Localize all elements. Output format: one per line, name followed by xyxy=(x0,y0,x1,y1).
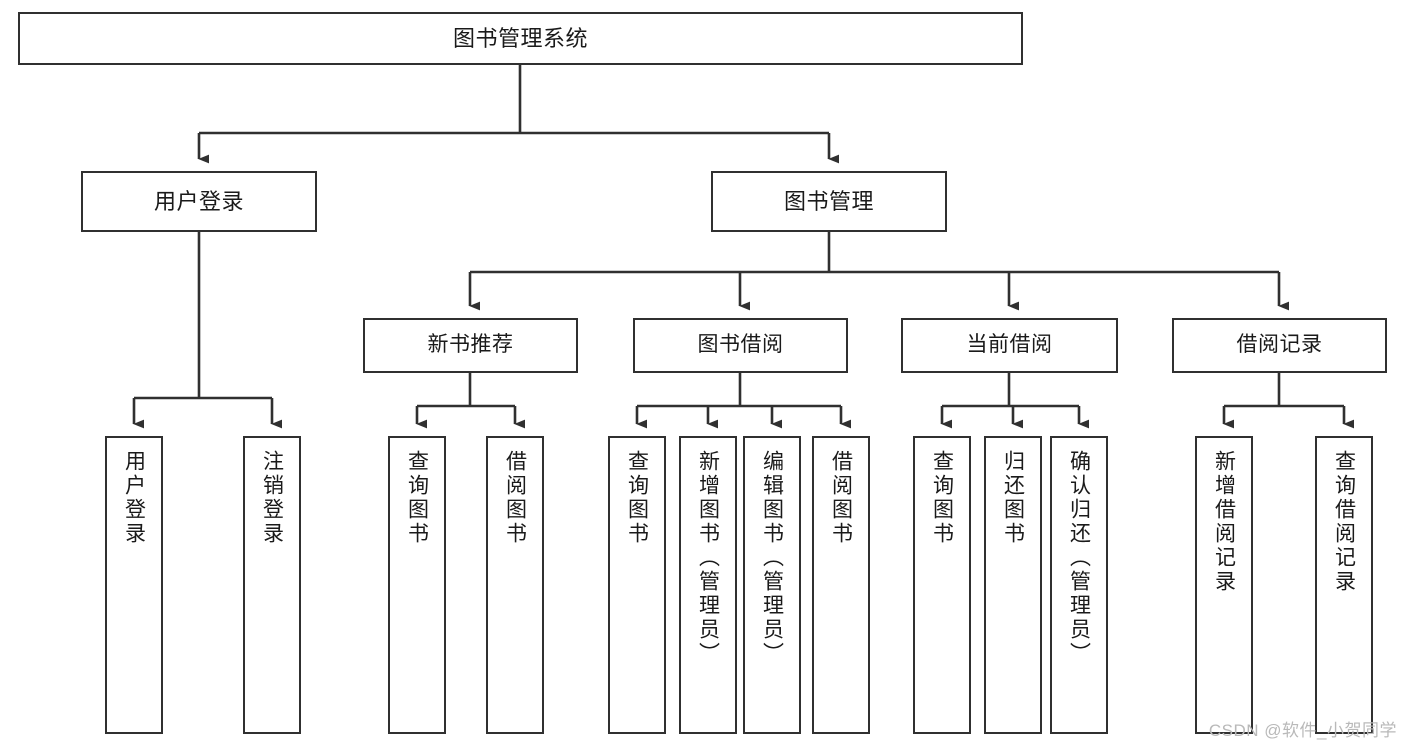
csdn-watermark: CSDN @软件_小贺同学 xyxy=(1208,721,1397,740)
node-leaf-query-book-3-label: 查询图书 xyxy=(930,450,954,546)
node-book-borrow[interactable]: 图书借阅 xyxy=(633,318,848,373)
node-current-borrow[interactable]: 当前借阅 xyxy=(901,318,1118,373)
node-leaf-borrow-book-2[interactable]: 借阅图书 xyxy=(812,436,870,734)
node-leaf-query-borrow-record-label: 查询借阅记录 xyxy=(1332,450,1356,594)
node-current-borrow-label: 当前借阅 xyxy=(966,333,1053,357)
node-user-login[interactable]: 用户登录 xyxy=(81,171,317,232)
node-book-management-label: 图书管理 xyxy=(783,188,874,214)
node-leaf-confirm-return-admin-label: 确认归还（管理员） xyxy=(1067,450,1091,666)
node-leaf-logout-login-label: 注销登录 xyxy=(260,450,284,546)
node-book-borrow-label: 图书借阅 xyxy=(697,333,784,357)
node-new-book-recommend[interactable]: 新书推荐 xyxy=(363,318,578,373)
node-leaf-return-book-label: 归还图书 xyxy=(1001,450,1025,546)
node-leaf-query-book-3[interactable]: 查询图书 xyxy=(913,436,971,734)
node-book-management[interactable]: 图书管理 xyxy=(711,171,947,232)
node-leaf-borrow-book-1-label: 借阅图书 xyxy=(503,450,527,546)
node-leaf-user-login-label: 用户登录 xyxy=(122,450,146,546)
node-leaf-query-book-2-label: 查询图书 xyxy=(625,450,649,546)
node-leaf-add-book-admin[interactable]: 新增图书（管理员） xyxy=(679,436,737,734)
node-leaf-confirm-return-admin[interactable]: 确认归还（管理员） xyxy=(1050,436,1108,734)
node-root[interactable]: 图书管理系统 xyxy=(18,12,1023,65)
node-leaf-user-login[interactable]: 用户登录 xyxy=(105,436,163,734)
node-new-book-recommend-label: 新书推荐 xyxy=(427,333,514,357)
node-leaf-add-borrow-record-label: 新增借阅记录 xyxy=(1212,450,1236,594)
node-leaf-add-book-admin-label: 新增图书（管理员） xyxy=(696,450,720,666)
node-leaf-query-book-1-label: 查询图书 xyxy=(405,450,429,546)
node-leaf-query-borrow-record[interactable]: 查询借阅记录 xyxy=(1315,436,1373,734)
node-leaf-return-book[interactable]: 归还图书 xyxy=(984,436,1042,734)
node-leaf-query-book-2[interactable]: 查询图书 xyxy=(608,436,666,734)
node-leaf-borrow-book-2-label: 借阅图书 xyxy=(829,450,853,546)
node-leaf-query-book-1[interactable]: 查询图书 xyxy=(388,436,446,734)
node-leaf-logout-login[interactable]: 注销登录 xyxy=(243,436,301,734)
node-leaf-edit-book-admin[interactable]: 编辑图书（管理员） xyxy=(743,436,801,734)
node-leaf-add-borrow-record[interactable]: 新增借阅记录 xyxy=(1195,436,1253,734)
node-borrow-record[interactable]: 借阅记录 xyxy=(1172,318,1387,373)
node-leaf-borrow-book-1[interactable]: 借阅图书 xyxy=(486,436,544,734)
node-leaf-edit-book-admin-label: 编辑图书（管理员） xyxy=(760,450,784,666)
node-user-login-label: 用户登录 xyxy=(153,188,244,214)
node-borrow-record-label: 借阅记录 xyxy=(1236,333,1323,357)
node-root-label: 图书管理系统 xyxy=(452,25,588,51)
